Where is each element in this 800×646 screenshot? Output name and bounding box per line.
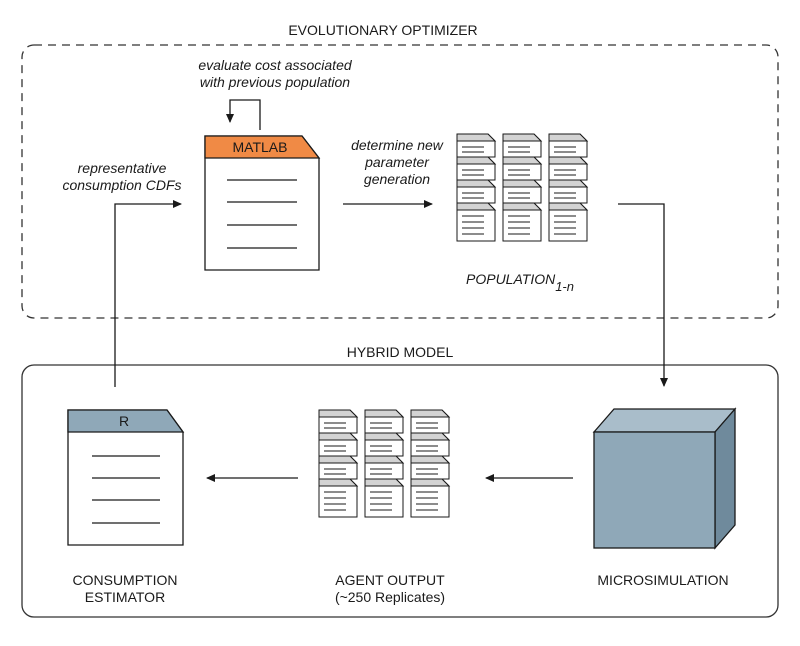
agent-output-label: AGENT OUTPUT (~250 Replicates) (290, 572, 490, 606)
evaluate-line-1: evaluate cost associated (198, 57, 352, 73)
determine-generation-annotation: determine new parameter generation (322, 137, 472, 188)
consumption-line-1: CONSUMPTION (72, 572, 178, 588)
consumption-estimator-label: CONSUMPTION ESTIMATOR (40, 572, 210, 606)
stacked-document (548, 133, 589, 158)
stacked-document (364, 455, 405, 480)
microsimulation-label: MICROSIMULATION (597, 572, 729, 588)
cdfs-feedback-arrow (114, 200, 182, 387)
consumption-cdfs-annotation: representative consumption CDFs (42, 160, 202, 194)
determine-line-2: parameter (365, 154, 429, 170)
cdfs-line-2: consumption CDFs (62, 177, 182, 193)
stacked-document (318, 455, 359, 480)
matlab-tab-label: MATLAB (232, 139, 288, 155)
agent-output-line-1: AGENT OUTPUT (335, 572, 445, 588)
stacked-document (548, 179, 589, 204)
cdfs-line-1: representative (77, 160, 167, 176)
stacked-document (548, 156, 589, 181)
stacked-document (502, 202, 543, 242)
microsimulation-cube (592, 407, 737, 550)
agent-output-line-2: (~250 Replicates) (334, 589, 446, 605)
determine-line-1: determine new (351, 137, 443, 153)
population-to-microsimulation-arrow (618, 203, 668, 387)
population-label: POPULATION1-n (466, 271, 574, 294)
evolutionary-optimizer-box (21, 44, 779, 319)
r-document (67, 409, 185, 546)
stacked-document (364, 409, 405, 434)
hybrid-model-box (21, 364, 779, 618)
stacked-document (410, 432, 451, 457)
matlab-document (204, 135, 321, 271)
r-tab-label: R (118, 413, 130, 429)
evaluate-loop-arrow (226, 99, 261, 130)
stacked-document (548, 202, 589, 242)
stacked-document (456, 202, 497, 242)
stacked-document (502, 156, 543, 181)
population-text: POPULATION (466, 271, 556, 287)
population-document-stack (456, 133, 589, 242)
stacked-document (502, 179, 543, 204)
evaluate-line-2: with previous population (199, 74, 351, 90)
stacked-document (318, 409, 359, 434)
stacked-document (456, 133, 497, 158)
consumption-line-2: ESTIMATOR (84, 589, 166, 605)
determine-line-3: generation (363, 171, 431, 187)
evolutionary-optimizer-title: EVOLUTIONARY OPTIMIZER (288, 22, 478, 38)
stacked-document (410, 455, 451, 480)
stacked-document (318, 478, 359, 518)
agent-output-document-stack (318, 409, 451, 518)
hybrid-model-title: HYBRID MODEL (346, 344, 454, 360)
stacked-document (318, 432, 359, 457)
evaluate-cost-annotation: evaluate cost associated with previous p… (150, 57, 400, 91)
stacked-document (364, 478, 405, 518)
stacked-document (456, 156, 497, 181)
stacked-document (410, 409, 451, 434)
stacked-document (410, 478, 451, 518)
stacked-document (502, 133, 543, 158)
stacked-document (364, 432, 405, 457)
stacked-document (456, 179, 497, 204)
population-subscript: 1-n (555, 278, 574, 294)
